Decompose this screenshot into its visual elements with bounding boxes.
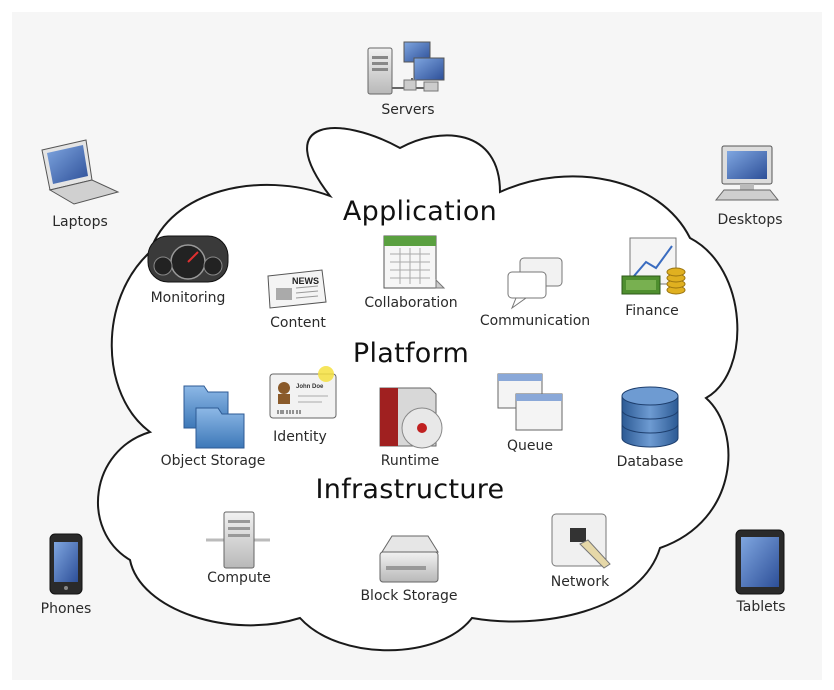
tower-server-icon (206, 511, 270, 569)
newspaper-icon-text: NEWS (292, 276, 319, 286)
object-storage-label: Object Storage (160, 453, 266, 469)
tablet-icon (735, 529, 785, 595)
runtime-label: Runtime (380, 453, 440, 469)
collaboration-label: Collaboration (364, 295, 458, 311)
id-card-icon (269, 366, 337, 419)
money-chart-icon (621, 237, 686, 295)
application-heading: Application (342, 196, 498, 227)
id-card-name: John Doe (296, 384, 324, 390)
database-label: Database (616, 454, 684, 470)
folder-icon (183, 385, 245, 449)
media-disc-icon (379, 387, 443, 449)
network-label: Network (550, 574, 610, 590)
communication-label: Communication (479, 313, 591, 329)
identity-label: Identity (273, 429, 327, 445)
desktops-label: Desktops (717, 212, 783, 228)
newspaper-icon (267, 269, 327, 309)
ethernet-port-icon (551, 513, 611, 569)
phone-icon (49, 533, 83, 595)
chat-bubbles-icon (507, 257, 563, 310)
monitoring-label: Monitoring (150, 290, 226, 306)
laptop-icon (41, 139, 120, 205)
content-label: Content (270, 315, 326, 331)
desktop-icon (714, 145, 780, 201)
queue-label: Queue (507, 438, 553, 454)
phones-label: Phones (40, 601, 92, 617)
servers-label: Servers (381, 102, 435, 118)
calendar-icon (383, 235, 446, 289)
infrastructure-heading: Infrastructure (315, 474, 505, 505)
laptops-label: Laptops (52, 214, 108, 230)
platform-heading: Platform (352, 338, 470, 369)
server-icon (367, 41, 445, 95)
windows-icon (497, 373, 563, 431)
database-icon (621, 386, 679, 448)
hard-drive-icon (379, 535, 439, 583)
compute-label: Compute (207, 570, 271, 586)
gauge-icon (147, 235, 229, 283)
finance-label: Finance (625, 303, 679, 319)
tablets-label: Tablets (736, 599, 786, 615)
block-storage-label: Block Storage (360, 588, 458, 604)
